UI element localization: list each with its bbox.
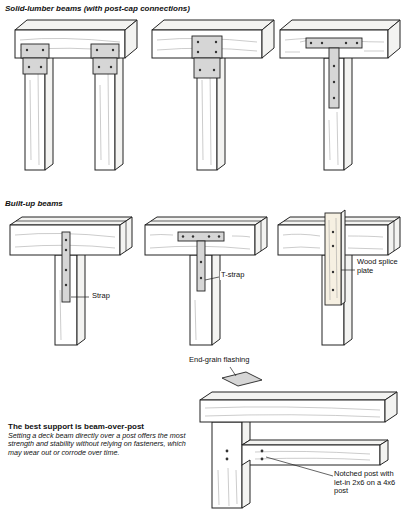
note-body: Setting a deck beam directly over a post… [8,432,188,457]
solid-beam-two-posts [15,20,137,170]
solid-beam-t-strap [280,20,400,170]
section-heading: Built-up beams [5,199,63,208]
built-up-beam-t-strap [145,217,267,345]
part-label: End-grain flashing [188,356,250,365]
section-heading: Solid-lumber beams (with post-cap connec… [5,4,190,13]
built-up-beam-strap [10,217,132,345]
part-label: Notched post with let-in 2x6 on a 4x6 po… [333,470,403,496]
part-label: Strap [91,292,111,301]
note-heading: The best support is beam-over-post [8,422,188,431]
solid-beam-post-cap [152,20,274,170]
part-label: T-strap [220,271,245,280]
built-up-beam-splice-plate [278,210,400,345]
part-label: Wood splice plate [356,258,402,275]
